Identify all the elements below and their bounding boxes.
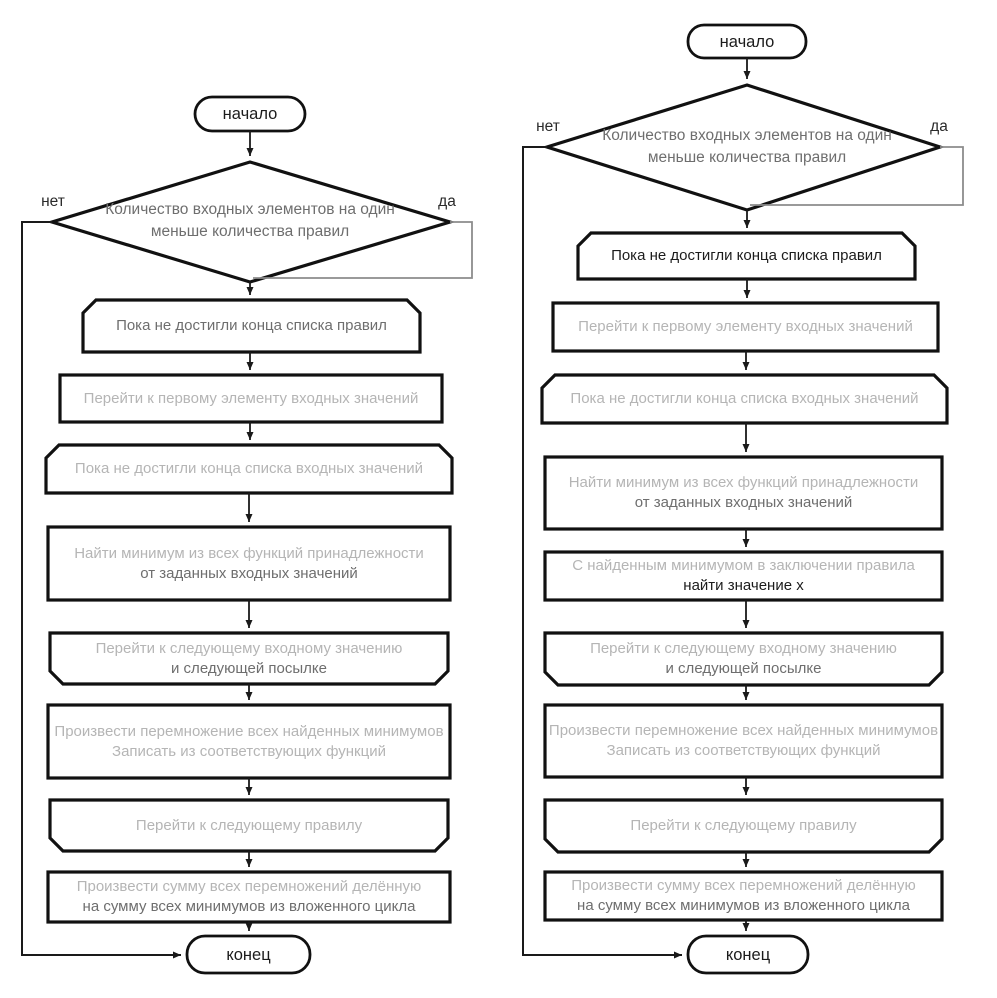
right-yes-branch-line: [750, 146, 964, 206]
left-start-terminal: [193, 95, 307, 133]
left-loop-end-next-input: [48, 631, 450, 686]
right-process-find-x: [543, 550, 944, 602]
left-loop-start-inputs: [44, 443, 454, 495]
left-decision-diamond: [46, 160, 456, 284]
right-process-multiply-minimums: [543, 703, 944, 779]
right-chart-connectors: [522, 58, 964, 959]
right-decision-diamond: [541, 83, 946, 212]
left-no-branch-line: [21, 221, 181, 959]
left-chart-shapes: [44, 95, 456, 975]
right-chart-shapes: [540, 23, 949, 975]
left-chart-connectors: [21, 131, 473, 959]
left-end-terminal: [185, 934, 312, 975]
right-loop-end-next-rule: [543, 798, 944, 854]
right-loop-end-next-input: [543, 631, 944, 687]
right-loop-start-inputs: [540, 373, 949, 425]
left-process-final-sum: [46, 870, 452, 924]
left-yes-branch-line: [253, 221, 473, 279]
right-process-find-minimum: [543, 455, 944, 531]
left-loop-end-next-rule: [48, 798, 450, 853]
right-process-final-sum: [543, 870, 944, 922]
right-end-terminal: [686, 934, 810, 975]
right-start-terminal: [686, 23, 808, 60]
right-process-goto-first-input: [551, 301, 940, 353]
right-loop-start-rules: [576, 231, 917, 281]
left-loop-start-rules: [81, 298, 422, 354]
left-process-goto-first-input: [58, 373, 444, 424]
left-process-multiply-minimums: [46, 703, 452, 780]
left-process-find-minimum: [46, 525, 452, 602]
right-no-branch-line: [522, 146, 682, 959]
